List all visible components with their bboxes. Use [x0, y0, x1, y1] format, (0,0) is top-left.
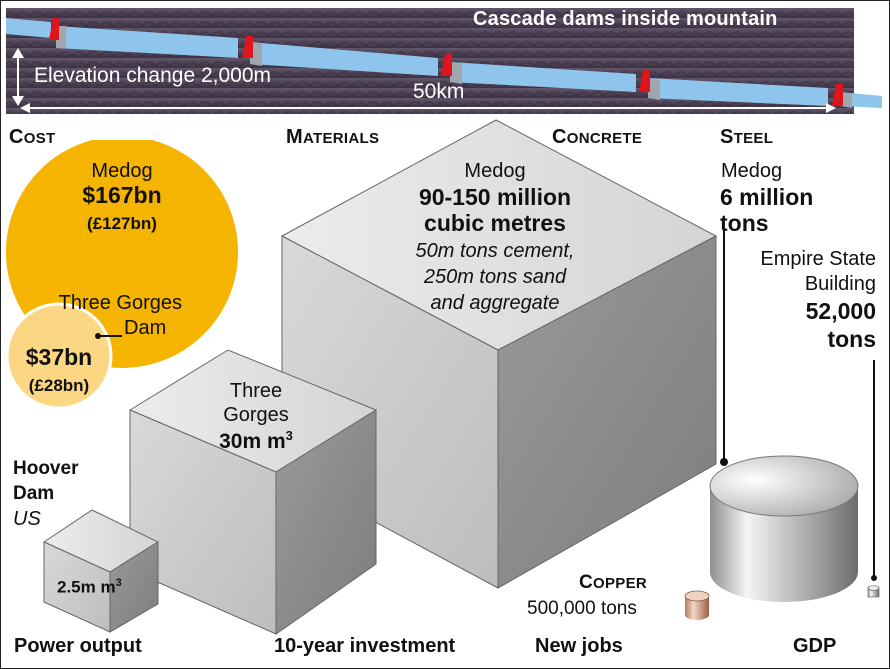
steel-medog-value-1: 6 million: [720, 184, 814, 210]
concrete-hoover-1: Hoover: [13, 458, 79, 479]
banner-title: Cascade dams inside mountain: [473, 8, 778, 30]
cost-medog-name: Medog: [91, 160, 153, 182]
dam-4: [639, 70, 650, 92]
cost-medog-value: $167bn: [82, 182, 162, 208]
copper-cylinder: [684, 590, 710, 620]
distance-arrow-left: [20, 103, 30, 113]
steel-esb-leader-dot: [871, 575, 877, 581]
dam-5: [832, 84, 843, 106]
water-segment: [6, 18, 51, 38]
cost-tg-gbp: (£28bn): [28, 376, 90, 395]
elevation-arrow-tail: [12, 96, 24, 106]
concrete-tg-value: 30m m3: [219, 428, 293, 453]
three-gorges-cost-circle: [5, 302, 113, 410]
footer-power-output: Power output: [14, 635, 142, 657]
distance-label: 50km: [413, 80, 465, 103]
cost-header: COST: [9, 126, 56, 148]
cost-tg-value: $37bn: [25, 344, 93, 370]
water-segment: [450, 62, 636, 92]
concrete-header: CONCRETE: [552, 126, 643, 148]
copper-value: 500,000 tons: [527, 598, 637, 619]
hoover-concrete-cube: [42, 509, 160, 633]
steel-leader-dot: [720, 458, 728, 466]
concrete-medog-value-2: cubic metres: [424, 210, 566, 236]
cascade-cross-section: [6, 8, 882, 114]
distance-arrow-right: [826, 103, 836, 113]
concrete-medog-note-2: 250m tons sand: [423, 266, 567, 288]
cost-circles: [5, 140, 238, 410]
footer-new-jobs: New jobs: [535, 635, 623, 657]
concrete-hoover-value: 2.5m m3: [57, 577, 122, 597]
dam-3: [441, 54, 452, 76]
footer-investment: 10-year investment: [274, 635, 456, 657]
steel-esb-value-1: 52,000: [805, 298, 876, 324]
concrete-medog-note-3: and aggregate: [430, 292, 560, 314]
dam-2: [242, 36, 253, 58]
concrete-hoover-country: US: [13, 508, 41, 530]
steel-esb-value-2: tons: [827, 326, 876, 352]
steel-cylinders: [709, 230, 880, 602]
cost-medog-gbp: (£127bn): [87, 214, 157, 233]
elevation-arrow-head: [12, 48, 24, 58]
concrete-tg-1: Three: [229, 380, 283, 402]
concrete-medog-note-1: 50m tons cement,: [415, 240, 575, 262]
steel-medog-value-2: tons: [720, 210, 769, 236]
water-segment: [648, 78, 828, 106]
concrete-cubes: [42, 119, 718, 635]
concrete-medog-value-1: 90-150 million: [418, 184, 572, 210]
medog-steel-cylinder: [709, 455, 859, 602]
concrete-tg-2: Gorges: [223, 404, 289, 426]
concrete-hoover-2: Dam: [13, 483, 55, 504]
three-gorges-concrete-cube: [128, 349, 378, 635]
water-segment: [250, 42, 438, 76]
materials-header: MATERIALS: [286, 126, 380, 148]
cost-tg-name-1: Three Gorges: [58, 292, 182, 314]
steel-medog-name: Medog: [721, 160, 783, 182]
leader-dot: [95, 333, 101, 339]
steel-header: STEEL: [720, 126, 774, 148]
empire-state-steel-cylinder: [867, 585, 880, 598]
elevation-label: Elevation change 2,000m: [34, 64, 271, 87]
steel-esb-2: Building: [804, 273, 876, 295]
dam-1: [49, 18, 59, 40]
tunnel-spillway: [648, 78, 660, 100]
copper-header: COPPER: [579, 572, 648, 593]
tunnel-spillway: [450, 62, 462, 84]
water-segment: [56, 26, 238, 58]
cost-tg-name-2: Dam: [124, 317, 167, 339]
steel-esb-1: Empire State: [760, 248, 876, 270]
footer-gdp: GDP: [793, 635, 837, 657]
concrete-medog-name: Medog: [464, 160, 526, 182]
